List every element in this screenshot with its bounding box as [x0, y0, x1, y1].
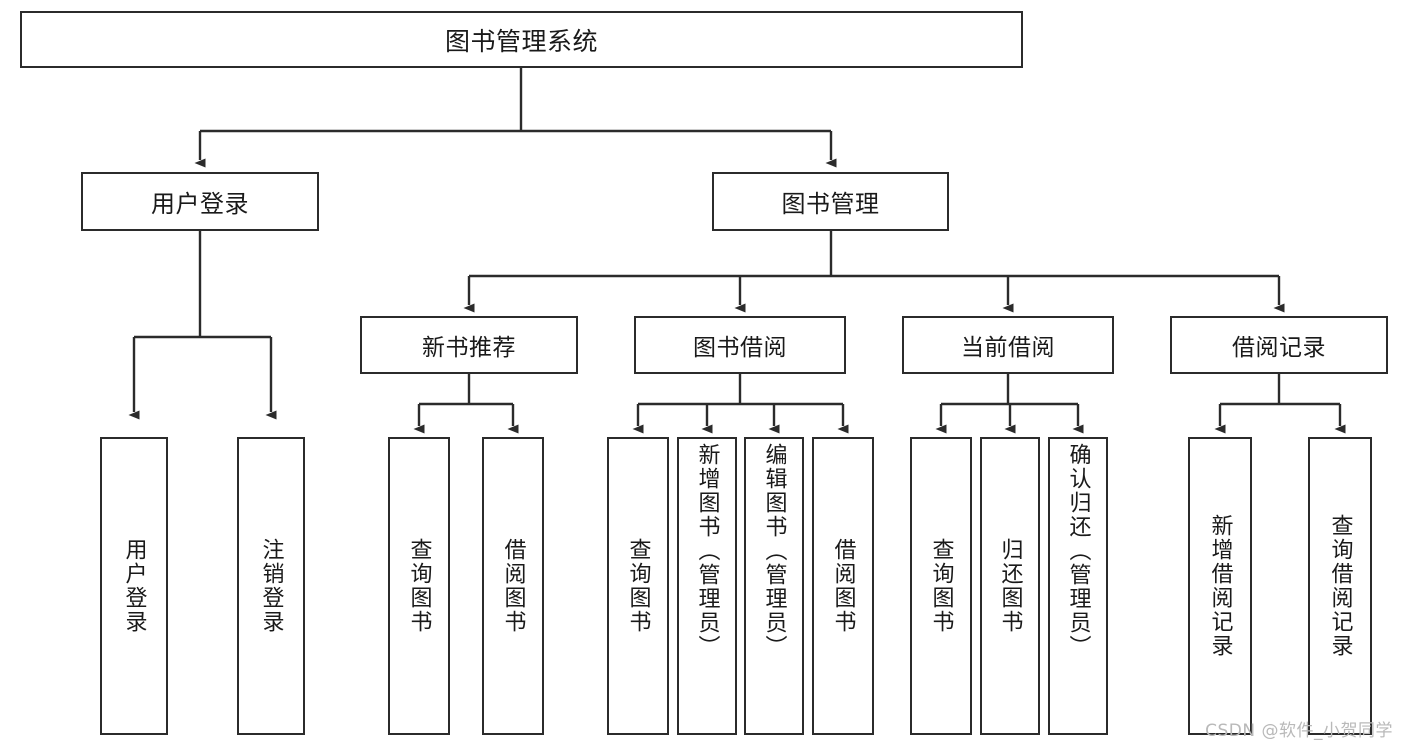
- node-label: 新增借阅记录: [1207, 514, 1233, 658]
- node-label: 图书借阅: [693, 335, 787, 361]
- leaf-node[interactable]: 新增图书（管理员）: [677, 437, 737, 735]
- node-borrow-records[interactable]: 借阅记录: [1170, 316, 1388, 374]
- leaf-node[interactable]: 查询图书: [607, 437, 669, 735]
- node-label: 注销登录: [258, 538, 284, 634]
- leaf-node[interactable]: 查询图书: [910, 437, 972, 735]
- node-label: 确认归还（管理员）: [1065, 443, 1091, 659]
- node-user-login[interactable]: 用户登录: [81, 172, 319, 231]
- node-book-management[interactable]: 图书管理: [712, 172, 949, 231]
- node-label: 用户登录: [151, 190, 249, 218]
- node-root-system[interactable]: 图书管理系统: [20, 11, 1023, 68]
- node-label: 图书管理系统: [444, 26, 598, 56]
- node-book-borrow[interactable]: 图书借阅: [634, 316, 846, 374]
- leaf-node[interactable]: 查询借阅记录: [1308, 437, 1372, 735]
- node-label: 借阅图书: [500, 538, 526, 634]
- leaf-node[interactable]: 注销登录: [237, 437, 305, 735]
- node-label: 查询图书: [406, 538, 432, 634]
- leaf-node[interactable]: 借阅图书: [482, 437, 544, 735]
- node-label: 编辑图书（管理员）: [761, 443, 787, 659]
- node-label: 归还图书: [997, 538, 1023, 634]
- leaf-node[interactable]: 确认归还（管理员）: [1048, 437, 1108, 735]
- node-label: 查询图书: [928, 538, 954, 634]
- node-label: 新书推荐: [422, 335, 516, 361]
- node-label: 新增图书（管理员）: [694, 443, 720, 659]
- node-label: 借阅图书: [830, 538, 856, 634]
- leaf-node[interactable]: 查询图书: [388, 437, 450, 735]
- node-label: 用户登录: [121, 538, 147, 634]
- node-label: 图书管理: [781, 190, 880, 218]
- leaf-node[interactable]: 新增借阅记录: [1188, 437, 1252, 735]
- leaf-node[interactable]: 编辑图书（管理员）: [744, 437, 804, 735]
- node-label: 当前借阅: [961, 335, 1055, 361]
- leaf-node[interactable]: 用户登录: [100, 437, 168, 735]
- leaf-node[interactable]: 归还图书: [980, 437, 1040, 735]
- node-label: 查询图书: [625, 538, 651, 634]
- leaf-node[interactable]: 借阅图书: [812, 437, 874, 735]
- node-label: 借阅记录: [1232, 335, 1326, 361]
- node-new-book-recommendation[interactable]: 新书推荐: [360, 316, 578, 374]
- node-label: 查询借阅记录: [1327, 514, 1353, 658]
- node-current-borrow[interactable]: 当前借阅: [902, 316, 1114, 374]
